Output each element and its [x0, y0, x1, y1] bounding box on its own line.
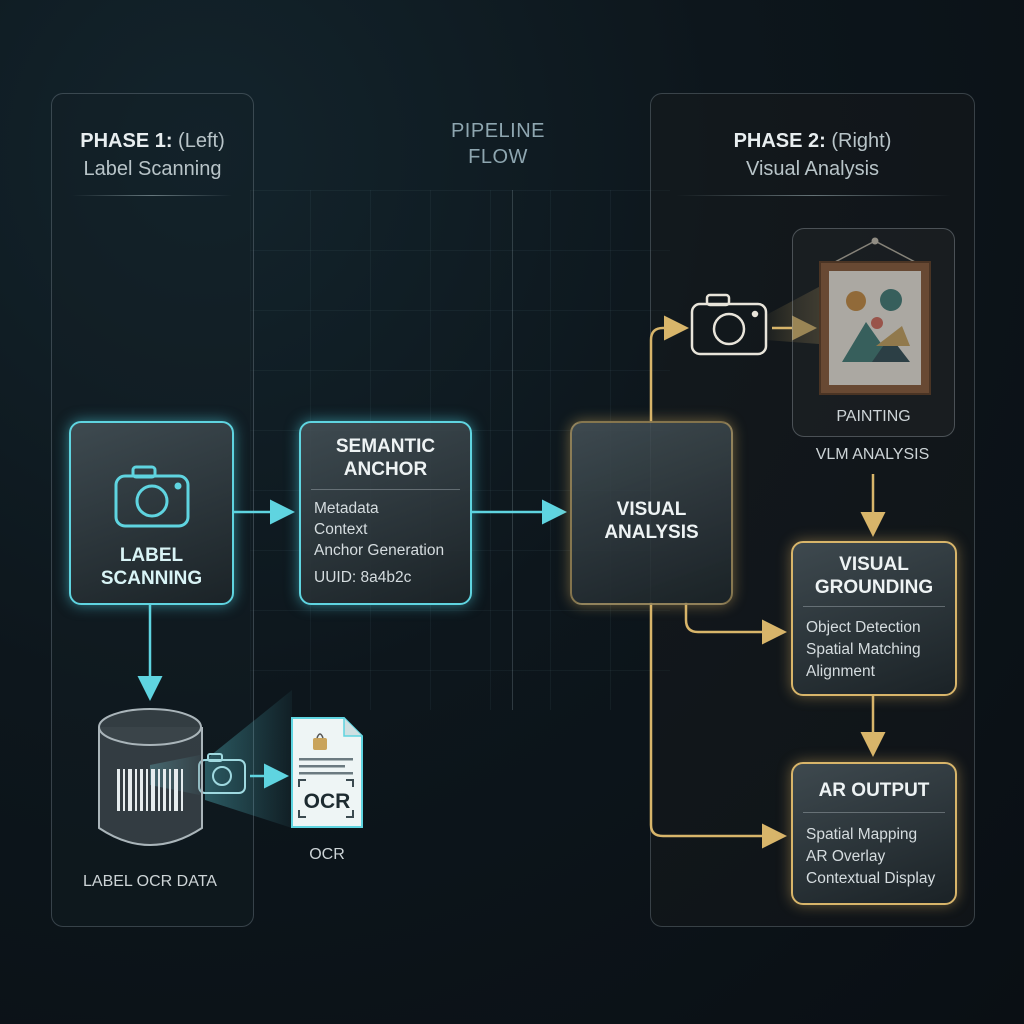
ocr-document-icon: [291, 717, 363, 828]
semantic-anchor-title-2: ANCHOR: [343, 459, 428, 480]
ocr-document-text: OCR: [303, 790, 351, 813]
label-scanning-title-2: SCANNING: [100, 568, 203, 589]
camera-beam: [766, 280, 832, 345]
semantic-anchor-item: Metadata: [314, 500, 379, 517]
semantic-anchor-uuid: UUID: 8a4b2c: [314, 569, 412, 586]
phase2-subtitle: Visual Analysis: [745, 158, 880, 180]
ar-output-item: AR Overlay: [806, 848, 886, 865]
visual-grounding-separator: [803, 606, 945, 607]
phase2-rule: [676, 195, 951, 196]
painting-icon: [819, 237, 931, 395]
ocr-label: OCR: [309, 846, 345, 863]
ar-output-item: Spatial Mapping: [806, 826, 918, 843]
ar-output-node[interactable]: AR OUTPUT Spatial Mapping AR Overlay Con…: [791, 762, 957, 905]
visual-grounding-item: Spatial Matching: [806, 641, 921, 658]
semantic-anchor-node[interactable]: SEMANTIC ANCHOR Metadata Context Anchor …: [299, 421, 472, 605]
phase2-heading: PHASE 2: (Right): [733, 130, 892, 152]
phase1-rule: [72, 195, 232, 196]
label-ocr-data-label: LABEL OCR DATA: [83, 873, 217, 890]
visual-grounding-title-2: GROUNDING: [814, 577, 934, 598]
semantic-anchor-separator: [311, 489, 460, 490]
barcode-icon: [117, 769, 183, 811]
semantic-anchor-item: Anchor Generation: [314, 542, 445, 559]
camera-icon: [114, 465, 190, 528]
pipeline-flow-title: PIPELINE FLOW: [450, 120, 546, 168]
arrow-icon: [684, 602, 787, 645]
painting-label: PAINTING: [836, 408, 911, 425]
camera-icon: [198, 753, 246, 794]
vlm-analysis-label: VLM ANALYSIS: [815, 446, 930, 463]
semantic-anchor-title-1: SEMANTIC: [335, 436, 436, 457]
center-divider: [512, 190, 513, 710]
visual-analysis-title-2: ANALYSIS: [604, 522, 699, 543]
camera-icon: [690, 293, 768, 356]
visual-grounding-title-1: VISUAL: [839, 554, 909, 575]
database-icon: [98, 708, 203, 846]
visual-grounding-item: Object Detection: [806, 619, 921, 636]
phase1-heading: PHASE 1: (Left): [80, 130, 225, 152]
visual-grounding-item: Alignment: [806, 663, 875, 680]
semantic-anchor-item: Context: [314, 521, 368, 538]
ar-output-title: AR OUTPUT: [818, 780, 930, 801]
arrow-icon: [649, 602, 787, 849]
ar-output-separator: [803, 812, 945, 813]
visual-analysis-title-1: VISUAL: [616, 499, 687, 520]
ar-output-item: Contextual Display: [806, 870, 936, 887]
visual-grounding-node[interactable]: VISUAL GROUNDING Object Detection Spatia…: [791, 541, 957, 696]
phase1-subtitle: Label Scanning: [83, 158, 222, 180]
label-scanning-node[interactable]: LABEL SCANNING: [69, 421, 234, 605]
painting-frame-node[interactable]: PAINTING: [792, 228, 955, 437]
label-scanning-title-1: LABEL: [119, 545, 184, 566]
arrow-icon: [649, 315, 689, 422]
visual-analysis-node[interactable]: VISUAL ANALYSIS: [570, 421, 733, 605]
